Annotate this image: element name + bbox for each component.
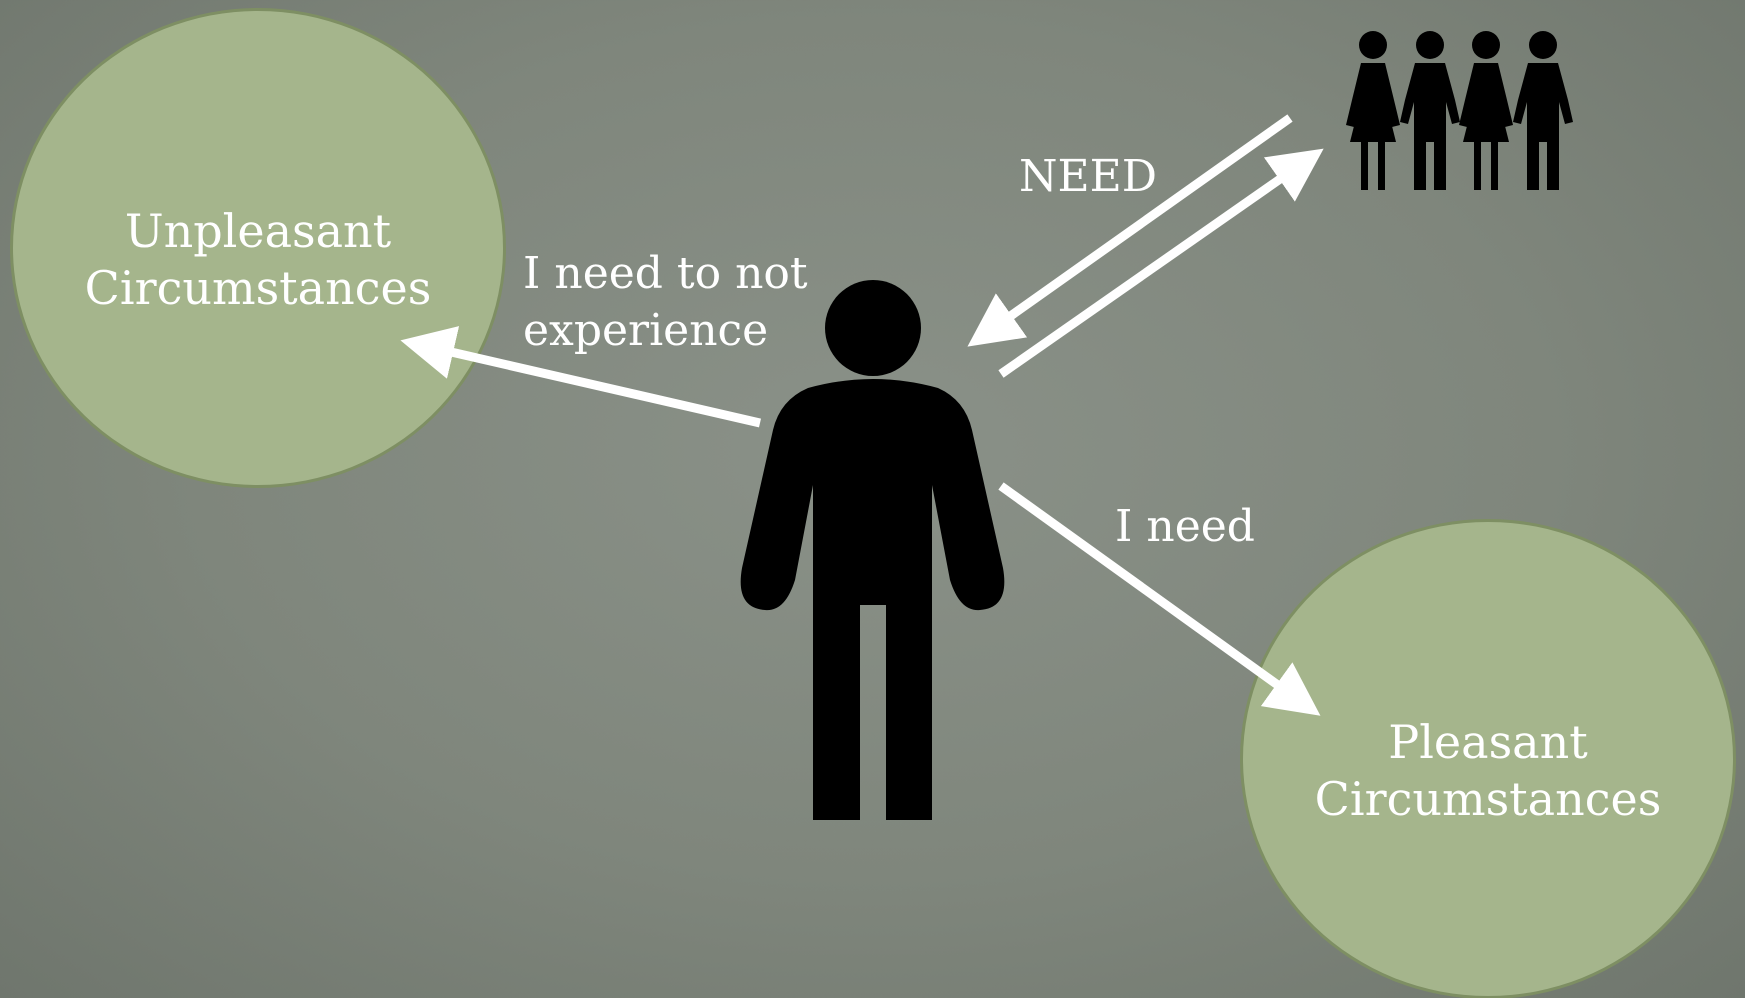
avoid-label-line2: experience xyxy=(523,305,769,356)
need-label: NEED xyxy=(1019,151,1158,202)
arrow-person-to-group xyxy=(998,148,1324,378)
pleasant-label-line2: Circumstances xyxy=(1314,772,1662,826)
arrow-to-pleasant xyxy=(998,482,1321,716)
pleasant-circumstances-circle: Pleasant Circumstances xyxy=(1240,519,1736,998)
unpleasant-circumstances-circle: Unpleasant Circumstances xyxy=(10,8,506,488)
person-icon xyxy=(740,280,1005,820)
arrow-group-to-person xyxy=(967,114,1293,347)
i-need-label: I need xyxy=(1115,501,1255,552)
avoid-label: I need to not experience xyxy=(523,245,808,359)
unpleasant-label-line1: Unpleasant xyxy=(124,204,392,258)
group-of-people-icon xyxy=(1346,31,1573,190)
unpleasant-label-line2: Circumstances xyxy=(84,261,432,315)
pleasant-label-line1: Pleasant xyxy=(1388,715,1588,769)
pleasant-circumstances-label: Pleasant Circumstances xyxy=(1243,714,1733,828)
unpleasant-circumstances-label: Unpleasant Circumstances xyxy=(13,203,503,317)
arrow-to-unpleasant xyxy=(400,326,762,428)
avoid-label-line1: I need to not xyxy=(523,248,808,299)
